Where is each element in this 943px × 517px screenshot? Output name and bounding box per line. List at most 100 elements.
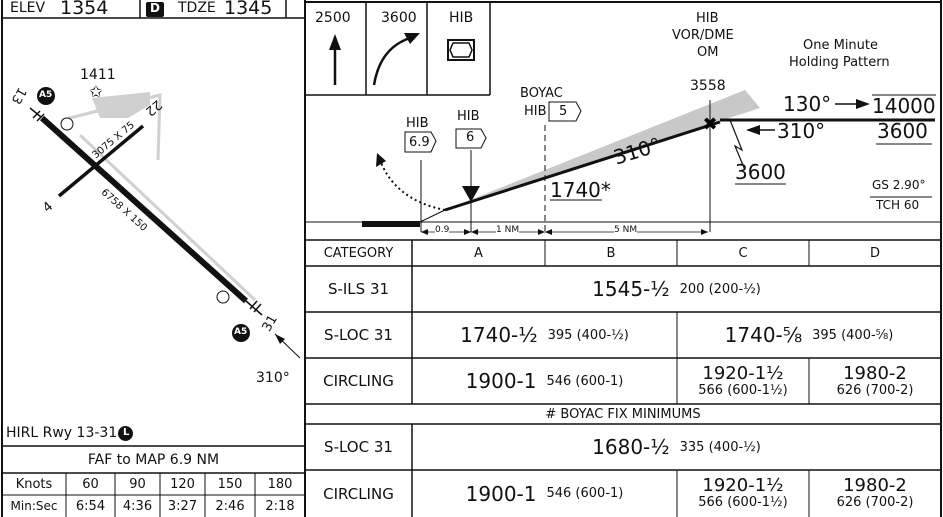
faf-fix-dme: 6: [466, 130, 475, 145]
arrowhead-icon: [856, 99, 870, 109]
timing-knots-150: 150: [217, 476, 243, 492]
glidepath-line: [444, 120, 721, 212]
timing-time-60: 6:54: [75, 498, 106, 514]
obstacle-clearance-wedge: [445, 90, 760, 210]
tdze-label: TDZE: [178, 0, 216, 16]
dme-box: [548, 101, 582, 122]
boyac-circling-d-mda: 1980-2: [843, 475, 907, 497]
arrowhead-icon: [471, 229, 478, 235]
papi-icon: [216, 290, 230, 304]
timing-knots-180: 180: [267, 476, 293, 492]
lighting-badge: [118, 426, 133, 441]
timing-time-90: 4:36: [122, 498, 153, 514]
vor-type: VOR/DME: [672, 28, 734, 43]
hirl-text: HIRL Rwy 13-31: [6, 425, 118, 441]
circling-d-minimums: 1980-2 626 (700-2): [809, 358, 941, 404]
timing-title: FAF to MAP 6.9 NM: [87, 452, 220, 468]
boyac-name: BOYAC: [520, 86, 563, 101]
vor-name: HIB: [696, 11, 719, 26]
papi-icon: [60, 117, 74, 131]
hold-outbound-course: 310°: [777, 119, 826, 143]
timing-knots-120: 120: [170, 476, 195, 492]
boyac-circling-c-mda: 1920-1½: [702, 475, 784, 497]
holding-fix-name: HIB: [449, 10, 474, 26]
boyac-dme: 5: [559, 104, 568, 119]
distance-5nm: 5 NM: [614, 225, 638, 235]
category-c-header: C: [738, 245, 748, 261]
hold-inbound-course: 130°: [783, 92, 832, 116]
boyac-loc-row-label: S-LOC 31: [324, 438, 393, 456]
approach-lights-13: [29, 107, 45, 122]
boyac-loc-height: 335 (400-½): [679, 439, 761, 455]
faf-fix-name: HIB: [457, 109, 480, 124]
glideslope-angle: GS 2.90°: [872, 178, 926, 192]
loc-ab-minimums: 1740-½ 395 (400-½): [412, 312, 677, 358]
boyac-circling-ab-height: 546 (600-1): [546, 486, 624, 501]
boyac-loc-mda: 1680-½: [592, 435, 670, 459]
circling-d-height: 626 (700-2): [836, 382, 914, 398]
climb-turn-icon: [372, 36, 411, 86]
hold-min-altitude: 3600: [877, 119, 928, 143]
threshold-line: [419, 209, 446, 223]
dme-box: [455, 128, 487, 149]
approach-light-a5-icon: [37, 87, 55, 105]
timing-knots-90: 90: [129, 476, 146, 492]
arrowhead-icon: [404, 33, 420, 44]
arrowhead-icon: [329, 34, 341, 50]
arrowhead-icon: [376, 153, 386, 167]
apron: [92, 92, 150, 118]
circling-c-height: 566 (600-1½): [698, 382, 788, 398]
loc-cd-minimums: 1740-⅝ 395 (400-⅝): [677, 312, 941, 358]
ils-minimums: 1545-½ 200 (200-½): [412, 266, 941, 312]
boyac-circling-c-minimums: 1920-1½ 566 (600-1½): [677, 470, 809, 517]
circling-c-minimums: 1920-1½ 566 (600-1½): [677, 358, 809, 404]
a5-label: A5: [39, 90, 53, 100]
category-header: CATEGORY: [323, 245, 394, 261]
category-b-header: B: [606, 245, 616, 261]
timing-time-120: 3:27: [167, 498, 198, 514]
arrowhead-icon: [464, 229, 471, 235]
vor-om: OM: [697, 45, 719, 60]
loc-ab-height: 395 (400-½): [547, 327, 629, 343]
boyac-circling-c-height: 566 (600-1½): [698, 495, 788, 511]
holding-fix-icon: [449, 42, 473, 58]
dme-box: [404, 131, 437, 153]
timing-knots-header: Knots: [15, 476, 53, 492]
category-a-header: A: [474, 245, 483, 261]
climb-altitude: 2500: [315, 10, 351, 26]
boyac-hib: HIB: [524, 104, 547, 119]
ils-da: 1545-½: [592, 277, 670, 301]
circling-d-mda: 1980-2: [843, 362, 907, 384]
loc-cd-height: 395 (400-⅝): [812, 327, 894, 343]
beacon-star-icon: ✩: [89, 82, 103, 101]
step-down-altitude: 1740*: [550, 178, 611, 202]
threshold-crossing-height: TCH 60: [876, 198, 920, 212]
runway-13-31: [39, 115, 249, 304]
airport-diagram: ✩: [29, 82, 301, 359]
timing-minsec-header: Min:Sec: [10, 499, 58, 513]
holding-title-1: One Minute: [803, 38, 879, 53]
turn-altitude: 3600: [381, 10, 417, 26]
timing-time-180: 2:18: [265, 498, 295, 514]
boyac-loc-minimums: 1680-½ 335 (400-½): [412, 424, 941, 470]
vor-altitude: 3558: [690, 78, 726, 94]
circling-ab-mda: 1900-1: [465, 369, 537, 393]
a5-label: A5: [234, 327, 248, 337]
arrowhead-icon: [701, 229, 708, 235]
arrowhead-icon: [275, 334, 285, 344]
runway-bearing-label: 310°: [256, 370, 290, 386]
circling-row-label: CIRCLING: [323, 372, 394, 390]
holding-title-2: Holding Pattern: [789, 55, 890, 70]
elev-value: 1354: [60, 0, 109, 19]
missed-approach-path: [379, 159, 446, 211]
circling-ab-height: 546 (600-1): [546, 373, 624, 389]
map-fix-dme: 6.9: [409, 135, 430, 150]
arrowhead-icon: [421, 229, 428, 235]
vor-station-icon: ✖: [702, 114, 717, 135]
ils-row-label: S-ILS 31: [327, 280, 390, 298]
boyac-circling-d-minimums: 1980-2 626 (700-2): [809, 470, 941, 517]
arrowhead-icon: [538, 229, 545, 235]
circling-ab-minimums: 1900-1 546 (600-1): [412, 358, 677, 404]
category-d-header: D: [869, 245, 880, 261]
runway-4-22: [57, 124, 145, 198]
